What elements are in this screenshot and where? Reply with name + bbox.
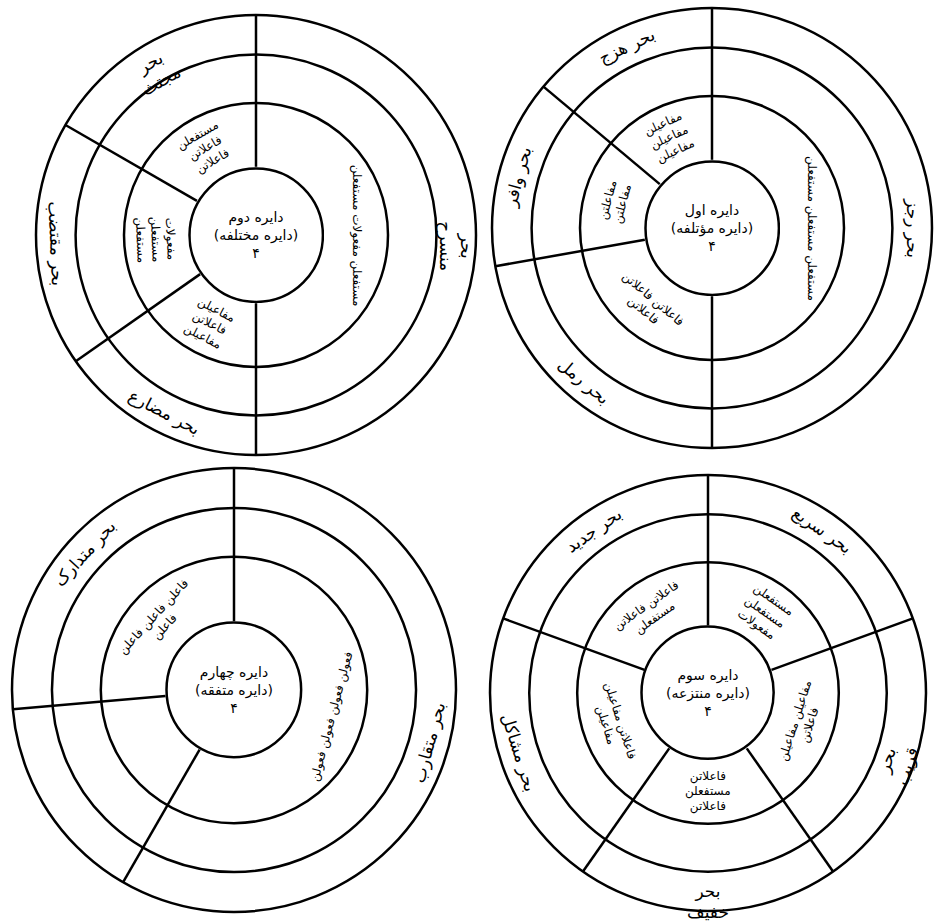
sector-line — [233, 468, 236, 621]
centre-text-group: دایره دوم(دایره مختلفه)۴ — [214, 208, 298, 263]
metre-name: بحر قریب — [867, 724, 928, 803]
metre-name: بحر مجتث — [114, 36, 198, 109]
sector-line — [65, 125, 196, 201]
sector-line — [711, 296, 714, 448]
circle-title: دایره اول — [671, 201, 753, 219]
sector-line — [747, 748, 833, 871]
metre-name: بحر مشاکل — [496, 711, 541, 795]
ring-line — [490, 475, 926, 911]
centre-circle — [642, 627, 774, 759]
metre-name: بحر هزج — [596, 24, 659, 69]
ring-line — [12, 468, 456, 912]
sector-line — [255, 15, 258, 167]
circle-title: دایره دوم — [214, 208, 298, 226]
circle-centre: دایره سوم(دایره منتزعه)۴ — [640, 625, 775, 760]
centre-circle — [645, 161, 778, 294]
sector-line — [711, 8, 714, 160]
circle-title: ۴ — [666, 702, 750, 720]
metre-name: بحر رمل — [553, 354, 613, 409]
circle-title: (دایره متفقه) — [195, 681, 273, 699]
sector-line — [772, 618, 913, 669]
metre-name: بحر منسرح — [435, 206, 478, 286]
sector-line — [583, 748, 669, 871]
metre-feet: فاعلاتن مستفعلن فاعلاتن — [667, 769, 749, 814]
circle-title: (دایره مختلفه) — [214, 226, 298, 244]
metre-name: بحر جدید — [562, 504, 627, 558]
circle-title: دایره سوم — [666, 666, 750, 684]
sector-line — [255, 303, 258, 455]
circle-title: (دایره منتزعه) — [666, 684, 750, 702]
metre-feet: فعولن فعولن فعولن فعولن — [307, 649, 356, 782]
sector-line — [123, 750, 200, 883]
circle-title: ۴ — [214, 244, 298, 262]
circle-title: (دایره مؤتلفه) — [671, 219, 753, 237]
circle-title: ۴ — [195, 699, 273, 717]
ring-line — [492, 8, 932, 448]
metre-name: بحر مقتضب — [44, 201, 69, 287]
sector-line — [13, 696, 166, 709]
metre-feet: مفاعلتن مفاعلتن — [593, 170, 637, 235]
circle-centre: دایره چهارم(دایره متفقه)۴ — [165, 621, 303, 759]
centre-text-group: دایره اول(دایره مؤتلفه)۴ — [671, 201, 753, 256]
circle-centre: دایره اول(دایره مؤتلفه)۴ — [644, 160, 780, 296]
circle-title: ۴ — [671, 237, 753, 255]
metre-feet: مفاعیلن مفاعیلن فاعلاتن — [775, 677, 830, 769]
centre-circle — [167, 623, 302, 758]
centre-text-group: دایره سوم(دایره منتزعه)۴ — [666, 666, 750, 721]
ring-line — [36, 15, 476, 455]
metre-name: بحر مضارع — [124, 385, 203, 440]
metre-feet: مستفعلن مفعولات مستفعلن — [349, 164, 364, 306]
metre-feet: مفعولات مستفعلن مستفعلن — [132, 200, 180, 278]
sector-line — [707, 475, 710, 625]
centre-circle — [189, 168, 322, 301]
circle-centre: دایره دوم(دایره مختلفه)۴ — [188, 167, 324, 303]
metre-name: بحر خفیف — [672, 881, 744, 923]
metre-name: بحر سریع — [788, 502, 856, 558]
circle-title: دایره چهارم — [195, 663, 273, 681]
centre-text-group: دایره چهارم(دایره متفقه)۴ — [195, 663, 273, 718]
metre-name: بحر رجز — [902, 199, 923, 258]
sector-line — [495, 240, 644, 266]
metre-feet: مستفعلن مستفعلن مستفعلن — [804, 156, 819, 301]
sector-line — [76, 274, 200, 361]
